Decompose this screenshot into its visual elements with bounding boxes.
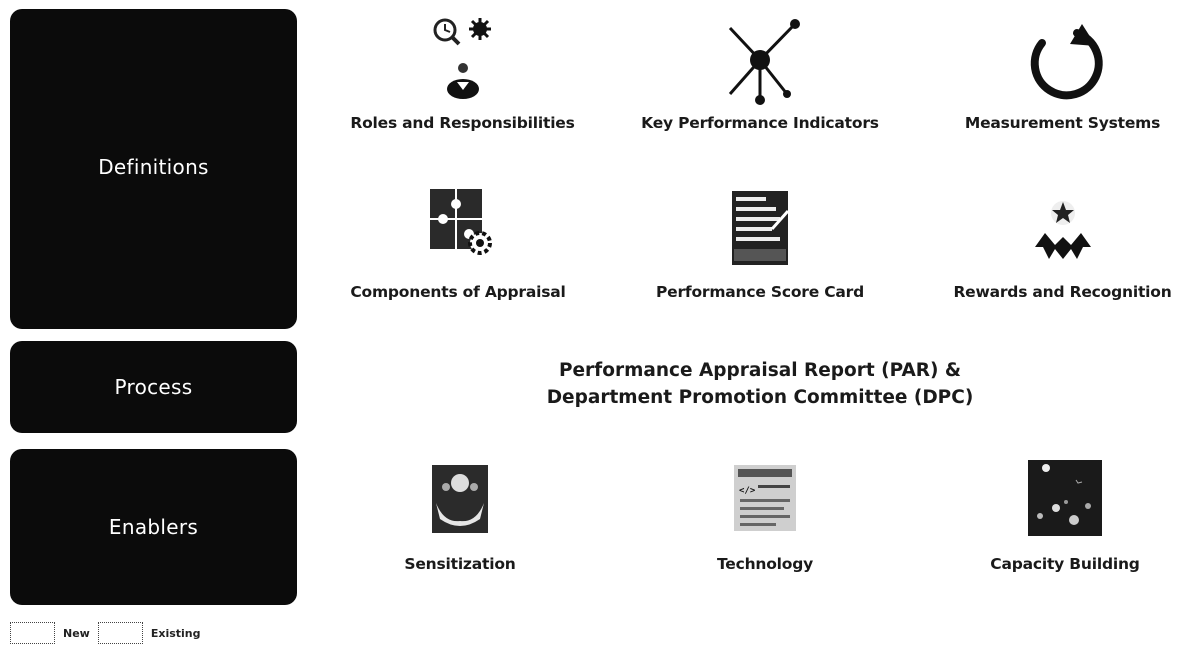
process-line: Performance Appraisal Report (PAR) & [558, 360, 962, 381]
enabler-sensitization: Sensitization [380, 463, 540, 583]
legend-existing-swatch [97, 622, 143, 644]
definitions-label: Definitions [98, 155, 209, 179]
legend: New Existing [10, 622, 209, 644]
capacity-photo-icon [1028, 460, 1102, 536]
legend-existing-label: Existing [150, 626, 201, 640]
definition-label: Measurement Systems [964, 114, 1161, 132]
puzzle-gear-icon [430, 189, 492, 255]
definition-scorecard: Performance Score Card [615, 183, 905, 308]
enablers-block: Enablers [10, 449, 297, 605]
enabler-label: Technology [716, 555, 814, 573]
process-label: Process [114, 375, 193, 399]
definition-label: Components of Appraisal [350, 283, 566, 301]
definition-label: Performance Score Card [655, 283, 865, 301]
network-icon [728, 19, 800, 105]
process-line: Department Promotion Committee (DPC) [546, 387, 974, 408]
award-star-icon [1034, 201, 1091, 259]
definition-kpi: Key Performance Indicators [610, 10, 910, 140]
enabler-capacity: Capacity Building [970, 458, 1160, 583]
legend-new-swatch [10, 622, 55, 644]
definitions-block: Definitions [10, 9, 297, 329]
enabler-technology: </> Technology [685, 463, 845, 583]
hands-people-icon [432, 465, 488, 533]
enablers-label: Enablers [108, 515, 199, 539]
process-description: Performance Appraisal Report (PAR) & Dep… [480, 357, 1040, 411]
code-screen-icon: </> [734, 465, 796, 531]
definition-measurement: Measurement Systems [930, 10, 1195, 140]
enabler-label: Sensitization [404, 555, 516, 573]
definition-label: Roles and Responsibilities [350, 114, 575, 132]
roles-icon [433, 18, 491, 99]
svg-text:</>: </> [739, 486, 756, 496]
process-block: Process [10, 341, 297, 433]
definition-rewards: Rewards and Recognition [925, 183, 1200, 308]
definition-label: Key Performance Indicators [641, 114, 879, 132]
cycle-arrow-icon [1030, 24, 1103, 100]
scorecard-icon [732, 191, 790, 265]
definition-roles: Roles and Responsibilities [330, 10, 595, 140]
enabler-label: Capacity Building [990, 555, 1140, 573]
legend-new-label: New [63, 626, 90, 640]
definition-label: Rewards and Recognition [953, 283, 1172, 301]
definition-components: Components of Appraisal [318, 183, 598, 308]
